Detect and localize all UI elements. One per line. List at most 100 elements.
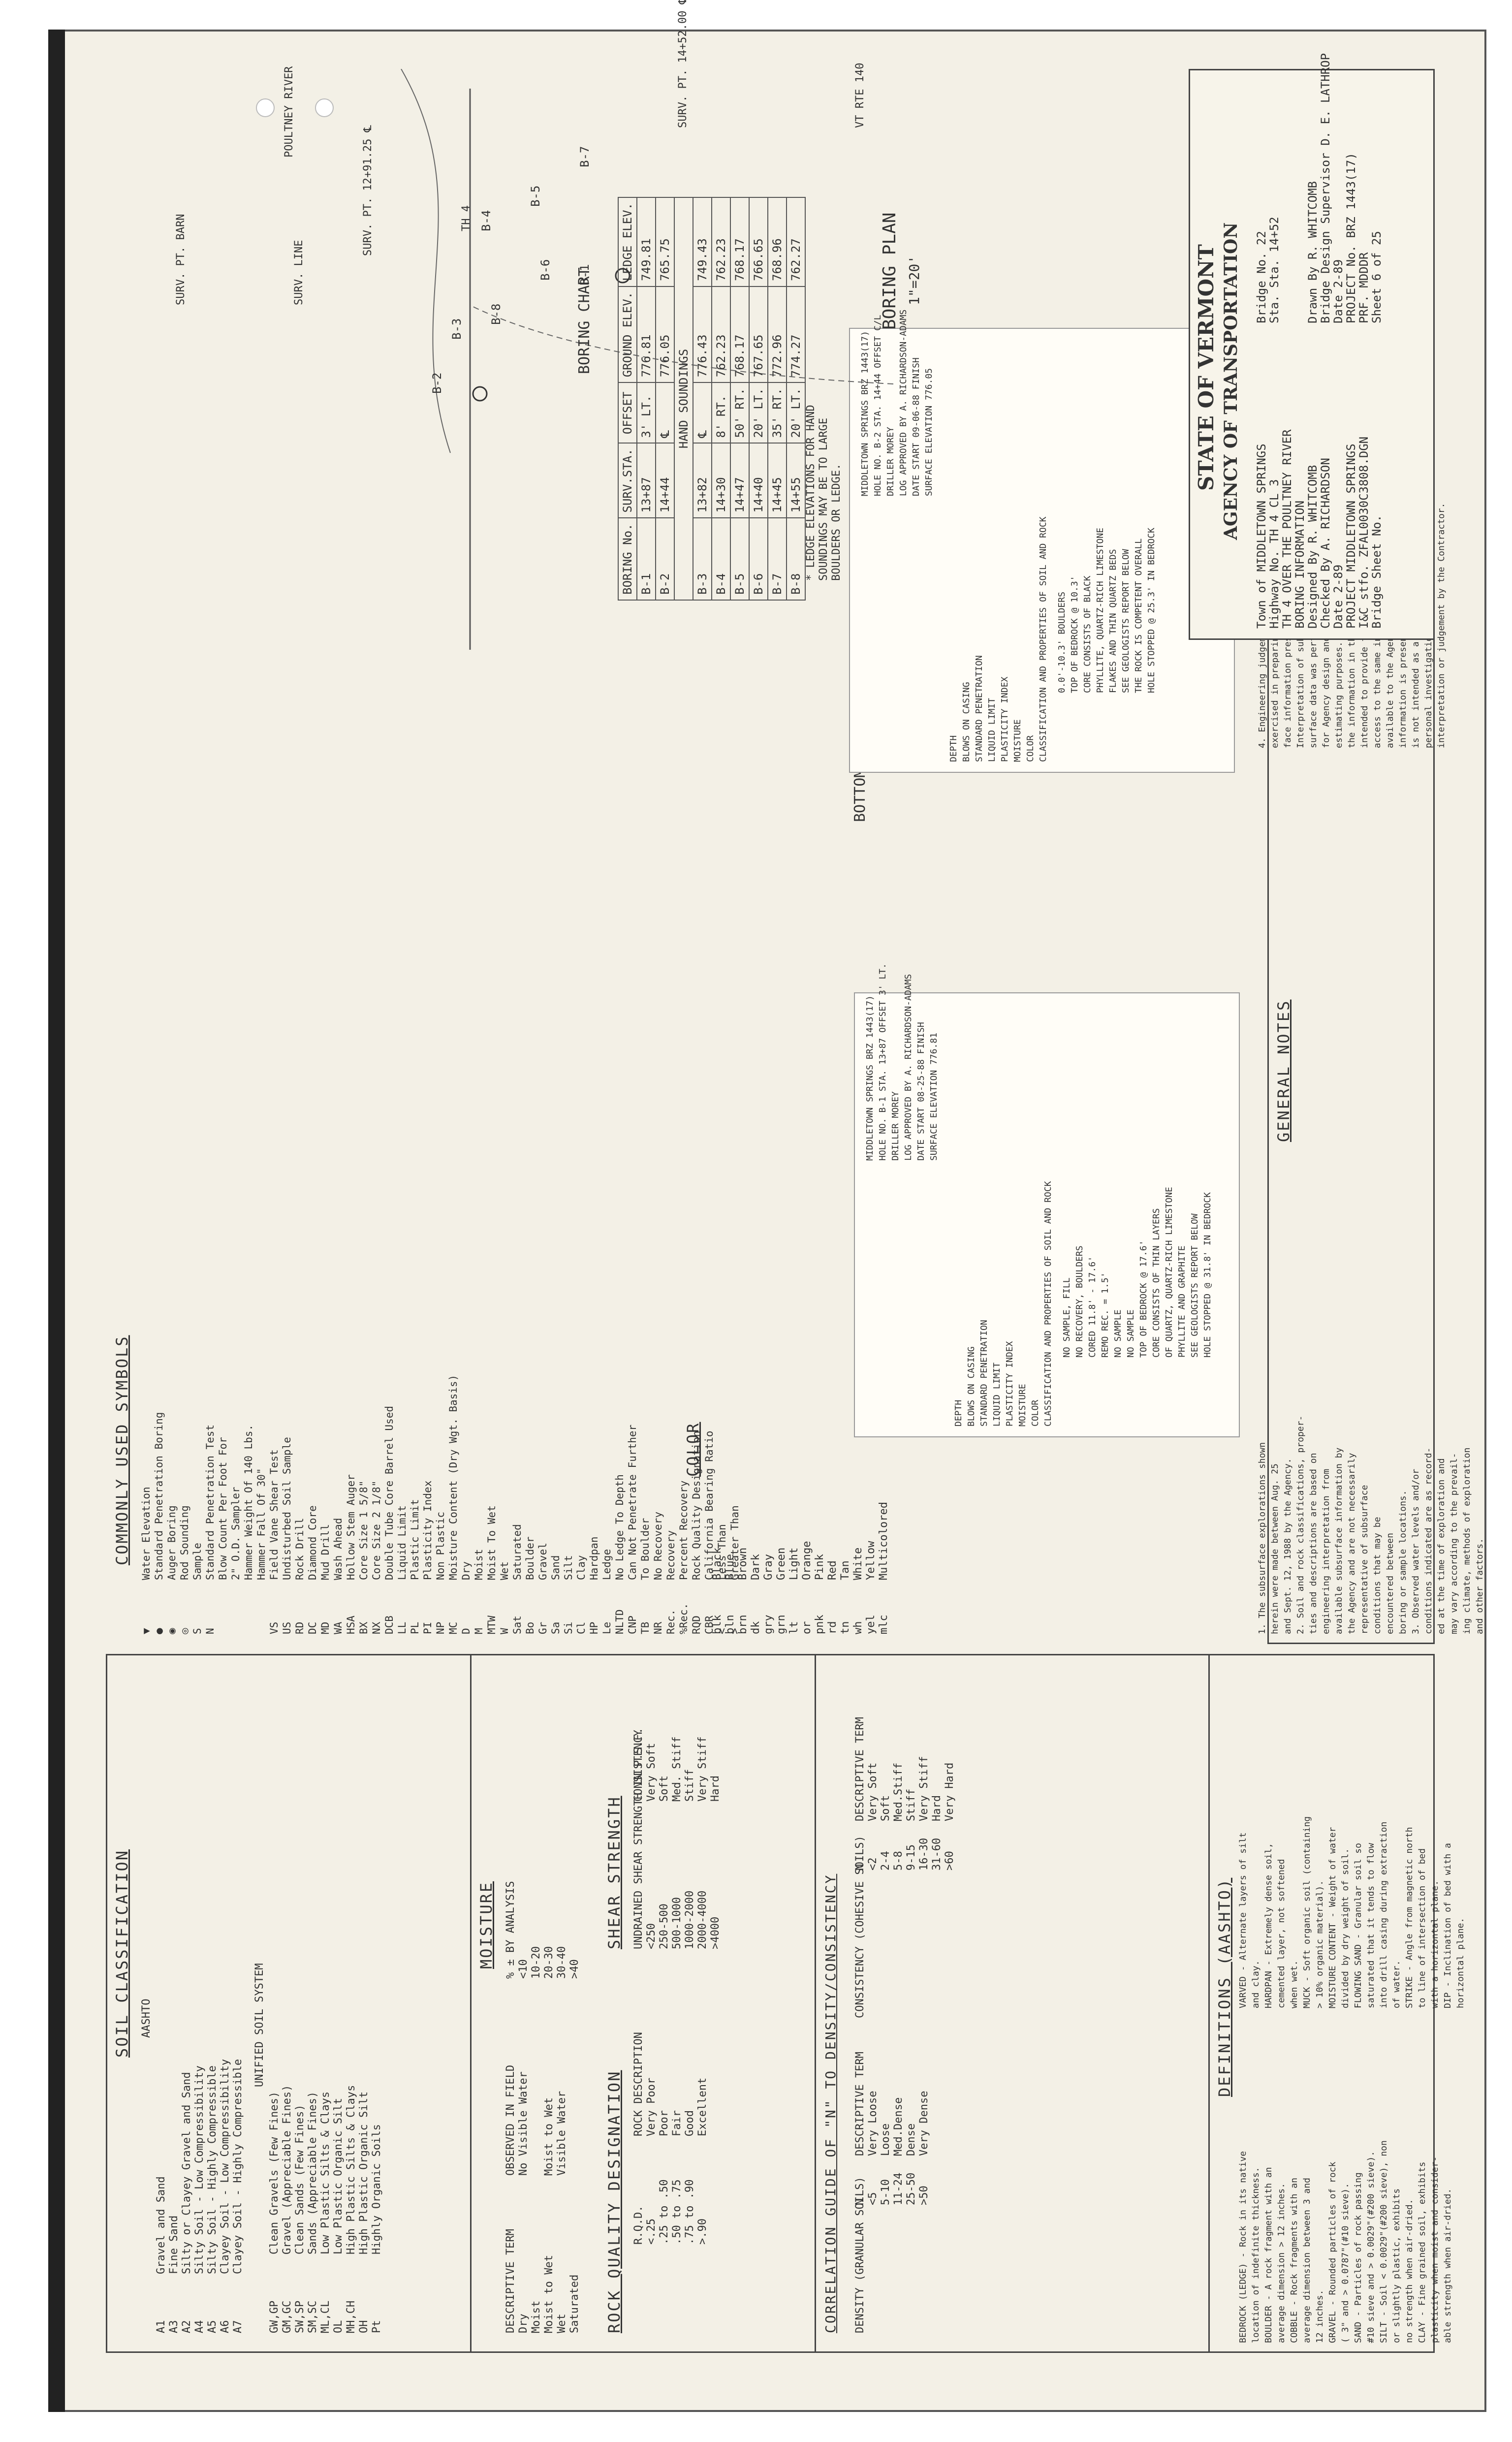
cell: 250-500 [658,1903,670,1949]
table-cell: 20' LT. [749,382,768,444]
cell: To Boulder [639,1518,651,1580]
cell: Moisture Content (Dry Wgt. Basis) [447,1374,459,1580]
list-row: DEPTH [953,1181,966,1427]
list-row: pnkPink [814,1383,826,1634]
cell: wh [852,1621,864,1635]
list-row: TOP OF BEDROCK @ 17.6' [1138,1187,1151,1358]
cell: gry [762,1615,775,1634]
cell: Fair [671,2110,683,2136]
cell: FLOWING SAND - Granular soil so [1353,1843,1363,2008]
cell: UNDRAINED SHEAR STRENGTH IN P.S.F. [632,1727,645,1949]
cell: plasticity when moist and consider- [1430,2156,1440,2343]
cell: Water Elevation [140,1487,152,1580]
cell: A1 [155,2320,167,2334]
list-row: <.25Very Poor [645,1989,658,2245]
cell: 3. Observed water levels and/or [1411,1469,1421,1634]
cell: NO SAMPLE, FILL [1062,1277,1072,1358]
table-cell: B-1 [637,518,656,600]
divider [1208,1654,1210,2353]
cell: brn [737,1615,749,1634]
list-row: Moist to WetMoist to Wet20-30 [543,1831,556,2333]
list-row: SW,SPClean Sands (Few Fines) [294,1959,307,2333]
cell: interpretation or judgement by the Contr… [1436,503,1447,749]
list-row: CORE CONSISTS OF BLACK [1082,528,1095,693]
cell: HSA [345,1616,357,1634]
list-row: LOG APPROVED BY A. RICHARDSON-ADAMS [898,310,911,496]
cell: Tan [839,1560,851,1580]
list-row: when wet. [1289,1816,1302,2008]
plan-boring-label: B-4 [479,210,493,231]
cell: Gravel (Appreciable Fines) [281,2085,293,2254]
list-row: <250Very Soft [645,1674,658,1949]
cell: Moist to Wet [543,2097,555,2176]
cell: Gr [537,1621,549,1634]
aashto-title: AASHTO [140,1998,153,2038]
cell: Cl [575,1621,587,1634]
cell: BOULDER - A rock fragment with an [1263,2167,1274,2343]
list-row: ed at the time of exploration and [1436,1416,1449,1634]
symbols-list: ▼Water Elevation●Standard Penetration Bo… [140,1137,742,1634]
cell: Undisturbed Soil Sample [281,1437,293,1580]
cell: No Ledge To Depth [614,1474,626,1580]
moisture-title: MOISTURE [477,1881,496,1969]
list-row: SSample [191,1137,204,1634]
list-row: MTWMoist To Wet [486,1137,499,1634]
table-cell: 14+44 [656,443,674,518]
divider [470,1654,472,2353]
cell: ◉ [166,1628,178,1634]
plan-boring-label: B-2 [430,372,444,394]
list-row: HPHardpan [588,1137,601,1634]
title-block: STATE OF VERMONT AGENCY OF TRANSPORTATIO… [1189,53,1435,640]
cell: Interpretation of sub- [1295,631,1306,748]
cell: FLAKES AND THIN QUARTZ BEDS [1108,549,1118,693]
cell: NO SAMPLE [1126,1309,1136,1358]
cell: Med.Stiff [892,1762,905,1821]
table-cell: 776.81 [637,286,656,383]
list-row: PtHighly Organic Soils [371,1959,383,2333]
cell: COLOR [1030,1399,1040,1427]
list-row: HOLE STOPPED @ 31.8' IN BEDROCK [1202,1187,1215,1358]
list-row: BOULDERS OR LEDGE. [830,405,843,581]
table-cell: 3' LT. [637,382,656,444]
list-row: 9-15Stiff [905,1713,918,2018]
list-row: HOLE NO. B-1 STA. 13+87 OFFSET 3' LT. [878,963,890,1161]
definitions-title: DEFINITIONS (AASHTO) [1215,1877,1234,2097]
table-cell: 749.43 [693,197,712,286]
cell: N [204,1628,216,1634]
cell: % ± BY ANALYSIS [504,1881,517,1979]
list-row: 5-8Med.Stiff [892,1713,905,2018]
cell: Stiff [905,1788,917,1821]
cell: 12 inches. [1315,2289,1325,2343]
cell: Sat [511,1616,523,1634]
cell: Med.Dense [892,2097,905,2156]
cell: Standard Penetration Boring [153,1412,165,1580]
table-cell: 766.65 [749,197,768,286]
cell: able strength when air-dried. [1443,2188,1453,2343]
list-row: A2Silty or Clayey Gravel and Sand [181,1979,193,2333]
cell: 0.0'-10.3' BOULDERS [1057,592,1067,693]
cell: cemented layer, not softened [1276,1859,1287,2008]
cell: BLOWS ON CASING [966,1346,976,1427]
cell: >60 [944,1851,956,1871]
moisture-table: DESCRIPTIVE TERMOBSERVED IN FIELD% ± BY … [504,1831,581,2333]
cell: PHYLLITE AND GRAPHITE [1177,1245,1187,1358]
list-row: NRNo Recovery [652,1137,665,1634]
cell: Gravel [537,1543,549,1580]
list-row: brnBrown [737,1383,750,1634]
cell: LOG APPROVED BY A. RICHARDSON-ADAMS [898,309,909,496]
list-row: tnTan [839,1383,852,1634]
cell: bln [724,1615,736,1634]
list-row: BLOWS ON CASING [966,1181,979,1427]
cell: Core Size 2 1/8" [371,1480,382,1580]
list-row: NO SAMPLE [1113,1187,1126,1358]
cell: Pink [814,1554,826,1580]
cell: and other factors. [1475,1538,1485,1634]
list-row: MIDDLETOWN SPRINGS BRZ 1443(17) [865,963,878,1161]
cell: NO SAMPLE [1113,1309,1123,1358]
table-cell: 767.65 [749,286,768,383]
cell: Rock Quality Designation [691,1430,702,1580]
cell: Dry [517,2314,530,2333]
cell: blk [711,1615,724,1634]
